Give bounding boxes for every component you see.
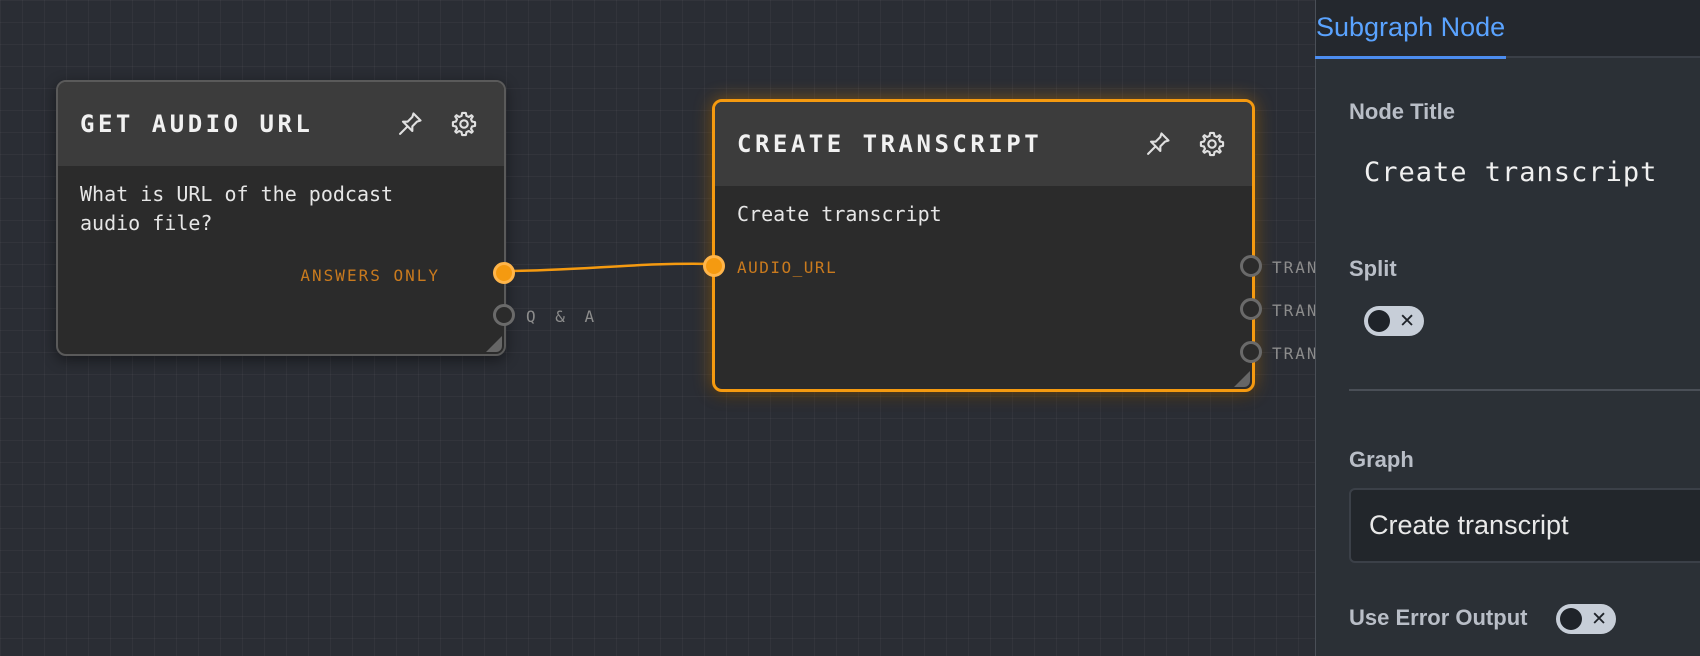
node-description: What is URL of the podcast audio file? (80, 182, 394, 235)
node-properties-panel: Node Title Create transcript Split ✕ Gra… (1315, 0, 1700, 656)
panel-tab-bar (1316, 0, 1700, 58)
error-output-label: Use Error Output (1349, 605, 1528, 630)
pin-icon[interactable] (392, 106, 428, 142)
port-label-qa: Q & A (526, 307, 600, 326)
gear-icon[interactable] (446, 106, 482, 142)
split-label: Split (1349, 256, 1397, 281)
wire-answers-to-audio-url (502, 262, 716, 273)
toggle-knob (1560, 608, 1582, 630)
gear-icon[interactable] (1194, 126, 1230, 162)
port-label-transcript-2: TRANS (1272, 301, 1331, 320)
close-icon: ✕ (1591, 608, 1607, 630)
node-title-field[interactable]: Create transcript (1364, 157, 1658, 188)
error-output-toggle[interactable]: ✕ (1556, 604, 1616, 634)
tab-subgraph-node[interactable]: Subgraph Node (1315, 8, 1507, 59)
input-port-audio-url[interactable] (703, 255, 725, 277)
node-title: CREATE TRANSCRIPT (737, 130, 1043, 158)
divider (1349, 389, 1700, 391)
port-label-transcript-3: TRANS (1272, 344, 1331, 363)
resize-handle[interactable] (1234, 371, 1250, 387)
port-label-audio-url: AUDIO_URL (737, 258, 838, 277)
pin-icon[interactable] (1140, 126, 1176, 162)
node-get-audio-url[interactable]: GET AUDIO URL What is URL of the podcast… (56, 80, 594, 356)
toggle-knob (1368, 310, 1390, 332)
node-create-transcript[interactable]: CREATE TRANSCRIPT Create transcript AUDI… (703, 99, 1328, 392)
close-icon: ✕ (1399, 310, 1415, 332)
output-port-transcript-2[interactable] (1240, 298, 1262, 320)
resize-handle[interactable] (486, 336, 502, 352)
port-label-transcript-1: TRANS (1272, 258, 1331, 277)
output-port-answers-only[interactable] (493, 262, 515, 284)
node-title: GET AUDIO URL (80, 110, 314, 138)
output-port-transcript-3[interactable] (1240, 341, 1262, 363)
node-header[interactable]: CREATE TRANSCRIPT (715, 102, 1252, 186)
graph-label: Graph (1349, 447, 1414, 472)
split-toggle[interactable]: ✕ (1364, 306, 1424, 336)
output-port-qa[interactable] (493, 304, 515, 326)
node-title-label: Node Title (1349, 99, 1455, 124)
output-port-transcript-1[interactable] (1240, 255, 1262, 277)
graph-select[interactable]: Create transcript (1349, 488, 1700, 563)
node-header[interactable]: GET AUDIO URL (58, 82, 504, 166)
port-label-answers-only: ANSWERS ONLY (300, 266, 440, 285)
node-description: Create transcript (737, 202, 942, 226)
